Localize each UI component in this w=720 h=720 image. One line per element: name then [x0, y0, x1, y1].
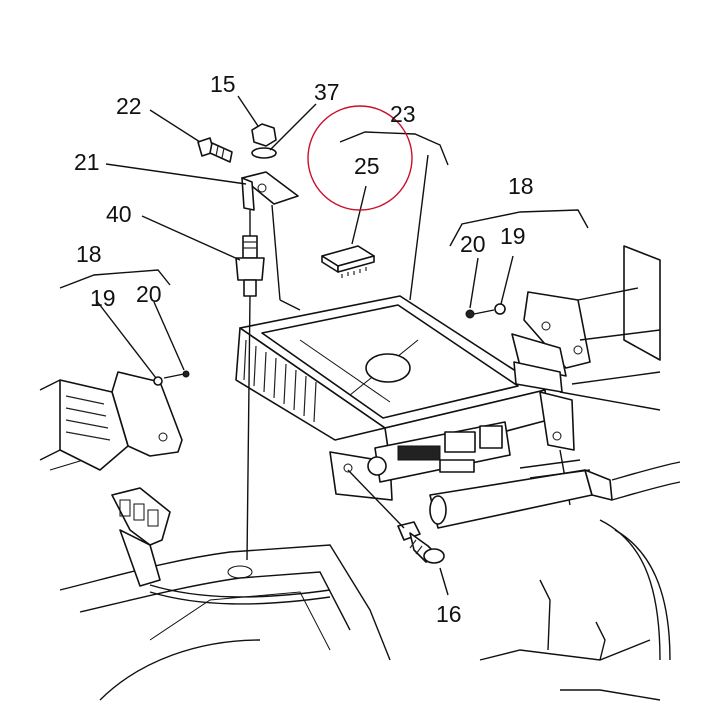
callout-18-left: 18	[76, 241, 102, 267]
callout-40: 40	[106, 201, 132, 227]
callout-labels: 15 37 22 23 21 25 18 40 20 19 18 19 20 1…	[74, 71, 534, 627]
callout-22: 22	[116, 93, 142, 119]
chassis-frame	[49, 451, 671, 701]
callout-21: 21	[74, 149, 100, 175]
callout-19-left: 19	[90, 285, 116, 311]
highlight-circle	[307, 105, 413, 211]
callout-20-right: 20	[460, 231, 486, 257]
callout-19-right: 19	[500, 223, 526, 249]
mount-hardware-top	[197, 123, 301, 561]
wiring-plug-left	[111, 487, 331, 605]
callout-23: 23	[390, 101, 416, 127]
callout-bracket-18-left	[59, 269, 171, 289]
callout-bracket-23	[339, 131, 449, 301]
callout-15: 15	[210, 71, 236, 97]
left-connector-bracket	[39, 371, 183, 471]
callout-16: 16	[436, 601, 462, 627]
callout-37: 37	[314, 79, 340, 105]
callout-20-left: 20	[136, 281, 162, 307]
bolt-16	[347, 469, 445, 564]
harness-connector-right	[429, 459, 681, 529]
leader-lines	[95, 95, 514, 596]
callout-18-right: 18	[508, 173, 534, 199]
callout-25: 25	[354, 153, 380, 179]
right-mount-bracket	[465, 245, 661, 411]
callout-bracket-18-right	[449, 209, 589, 247]
eprom-chip	[321, 245, 375, 278]
ecu-control-unit	[235, 295, 575, 506]
screw-left	[153, 370, 190, 386]
